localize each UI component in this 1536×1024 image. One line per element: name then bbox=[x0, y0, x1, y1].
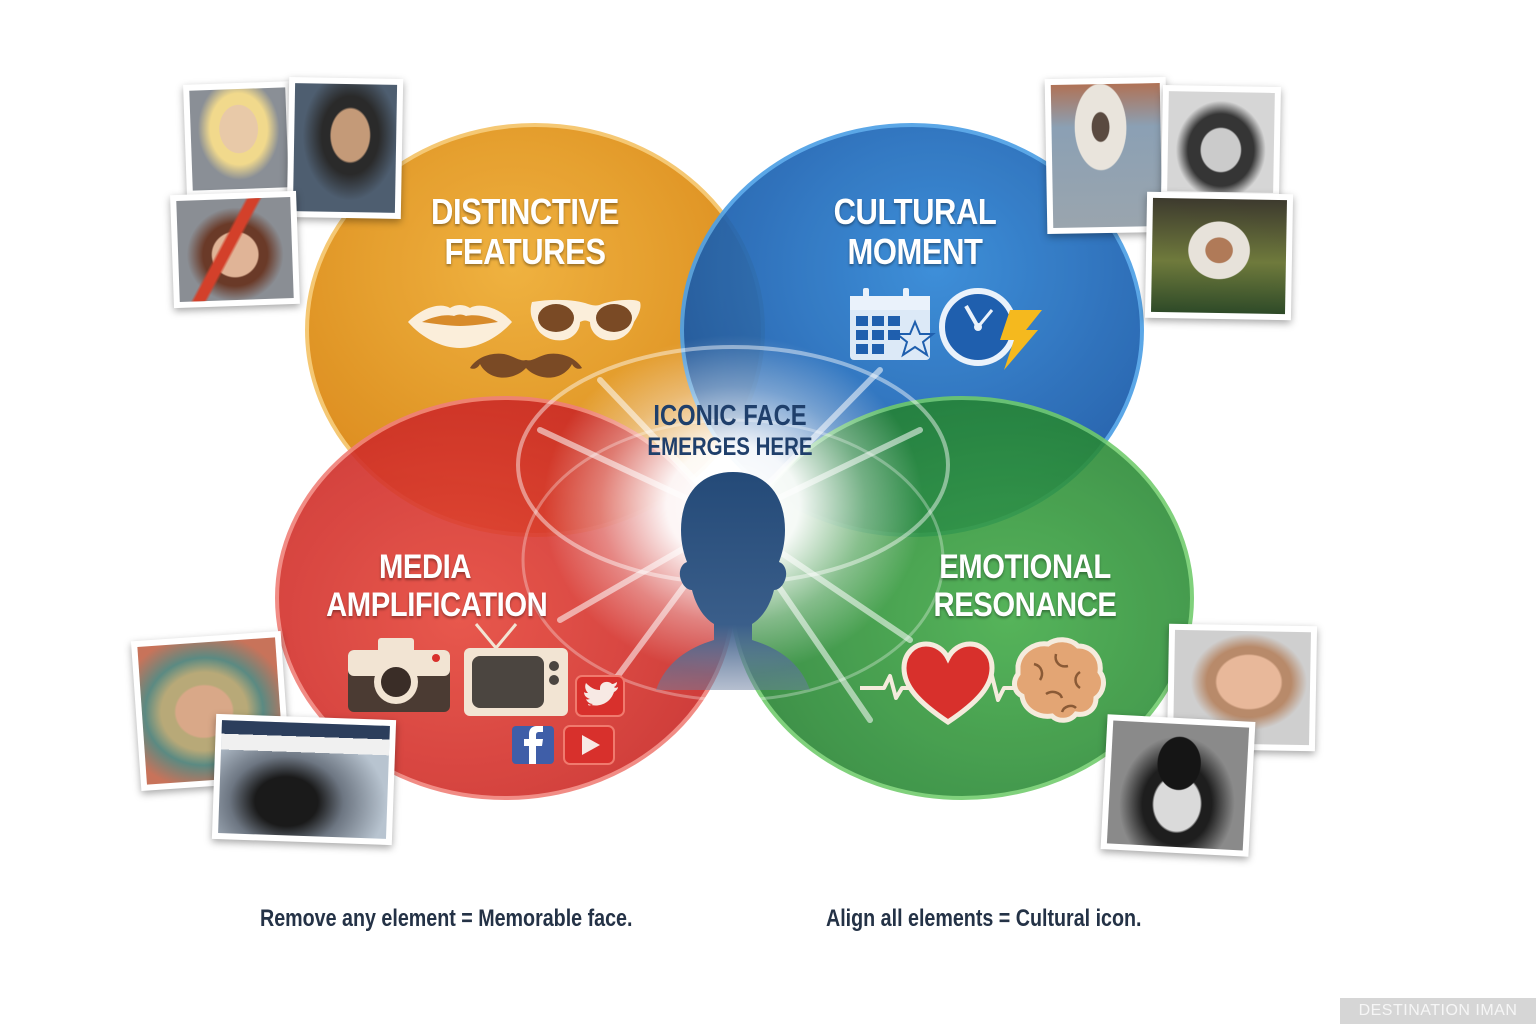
heart-icon bbox=[901, 641, 995, 726]
person-silhouette-icon bbox=[656, 472, 810, 690]
photo-blonde-starlet bbox=[183, 81, 295, 197]
cultural-moment-title: CULTURAL MOMENT bbox=[833, 191, 997, 273]
distinctive-features-title: DISTINCTIVE FEATURES bbox=[431, 191, 619, 273]
photo-paparazzi-cameras bbox=[211, 713, 397, 846]
camera-icon bbox=[348, 638, 450, 712]
caption-align-elements: Align all elements = Cultural icon. bbox=[826, 905, 1142, 932]
caption-remove-element: Remove any element = Memorable face. bbox=[260, 905, 633, 932]
clock-icon bbox=[939, 288, 1017, 366]
watermark: DESTINATION IMAN bbox=[1340, 998, 1536, 1024]
lips-icon bbox=[408, 305, 512, 348]
iconic-face-label: ICONIC FACE EMERGES HERE bbox=[647, 400, 813, 462]
facebook-icon bbox=[512, 726, 554, 764]
photo-bowler-hat-comedian bbox=[1100, 714, 1256, 857]
photo-mustached-artist bbox=[286, 77, 404, 219]
mustache-icon bbox=[470, 353, 582, 378]
lightning-icon bbox=[1000, 310, 1042, 370]
media-amplification-title: MEDIA AMPLIFICATION bbox=[326, 548, 548, 625]
photo-lightning-face-paint bbox=[170, 190, 300, 309]
tv-icon bbox=[464, 623, 568, 716]
photo-spiky-haired-child bbox=[1161, 84, 1281, 200]
brain-icon bbox=[1012, 637, 1106, 723]
youtube-icon bbox=[563, 725, 615, 765]
calendar-star-icon bbox=[850, 288, 936, 360]
twitter-icon bbox=[575, 675, 625, 717]
emotional-resonance-title: EMOTIONAL RESONANCE bbox=[933, 548, 1117, 625]
sunglasses-icon bbox=[530, 299, 641, 341]
photo-astronaut-helmet bbox=[1144, 191, 1294, 321]
